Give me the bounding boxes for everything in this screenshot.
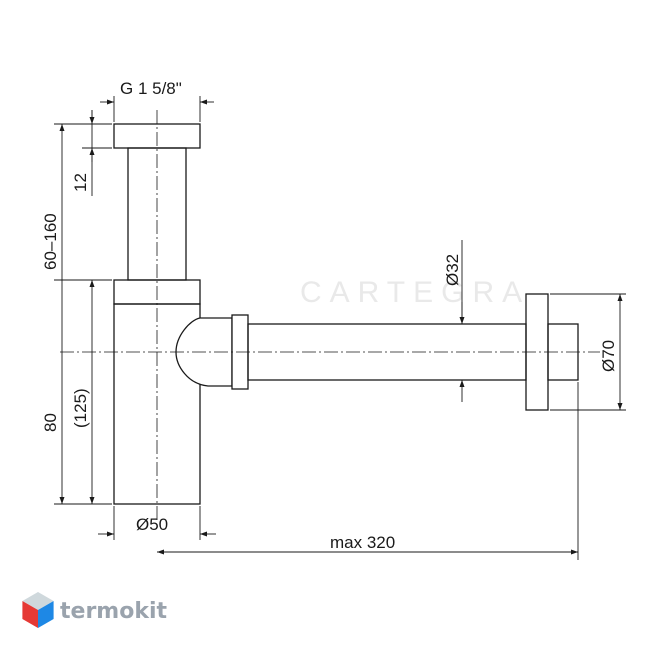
body-diameter-label: Ø50	[136, 515, 168, 534]
brand-name: termokit	[60, 599, 167, 624]
thread-label: G 1 5/8"	[120, 79, 182, 98]
lower-height-alt-label: (125)	[71, 388, 90, 428]
brand-logo: termokit	[22, 592, 167, 628]
cap-height-label: 12	[71, 173, 90, 192]
watermark-text: CARTEGRA	[300, 276, 530, 309]
hexagon-logo-icon	[22, 592, 54, 628]
max-length-label: max 320	[330, 533, 395, 552]
lower-height-label: 80	[41, 413, 60, 432]
height-range-label: 60–160	[41, 213, 60, 270]
centerlines	[60, 110, 600, 520]
pipe-diameter-label: Ø32	[443, 254, 462, 286]
dimension-lines	[54, 96, 626, 560]
flange-diameter-label: Ø70	[599, 340, 618, 372]
siphon-outline	[113, 123, 579, 505]
